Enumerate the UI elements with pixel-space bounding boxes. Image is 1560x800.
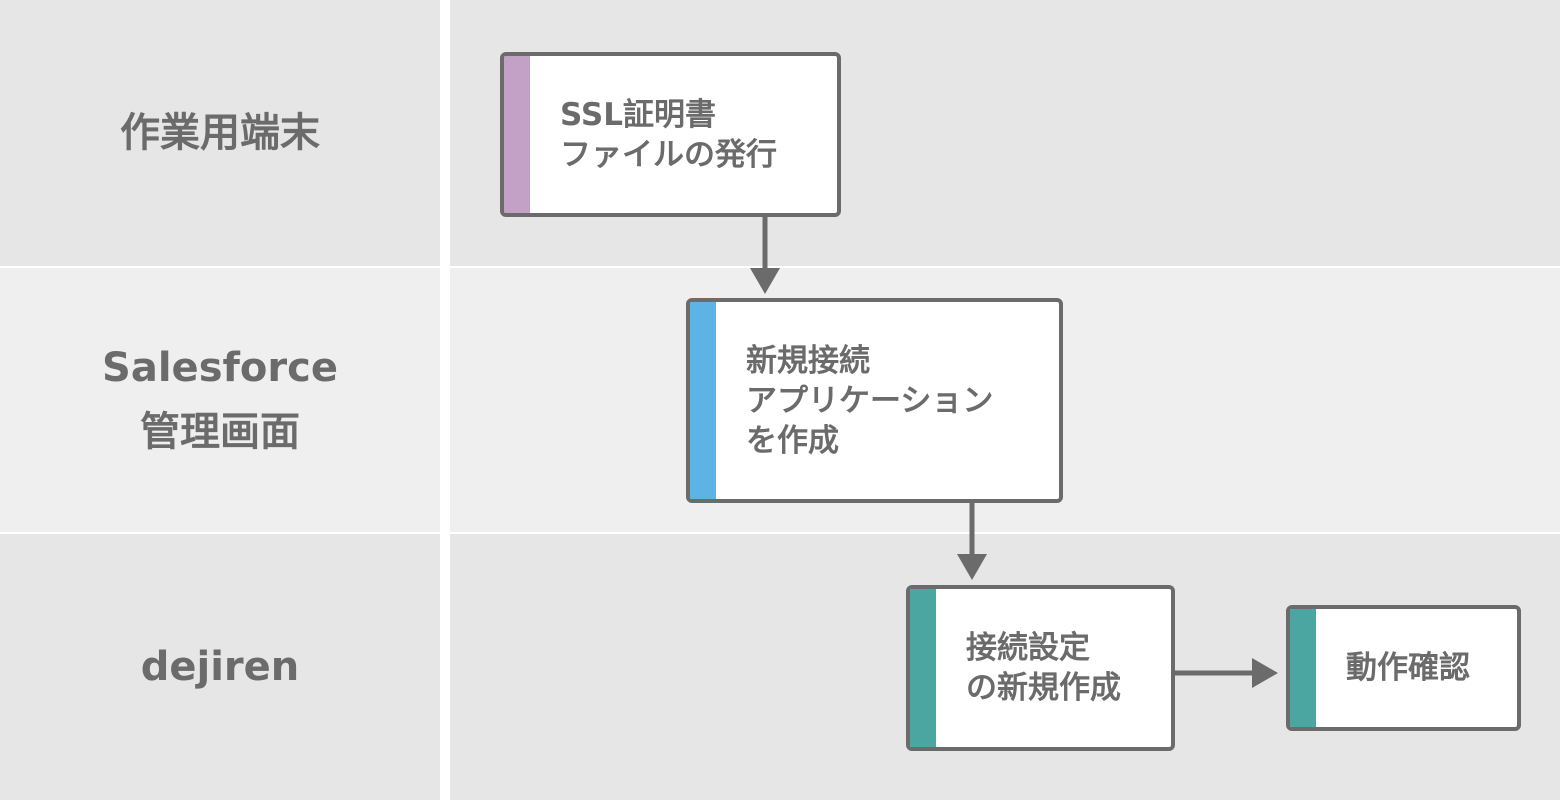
node-accent-stripe — [910, 589, 936, 747]
node-accent-stripe — [504, 56, 530, 213]
lane-label-dejiren: dejiren — [0, 534, 440, 800]
node-ssl-certificate[interactable]: SSL証明書 ファイルの発行 — [500, 52, 841, 217]
node-accent-stripe — [690, 302, 716, 499]
lane-label-line: 管理画面 — [140, 409, 300, 455]
node-label: 接続設定 の新規作成 — [966, 630, 1121, 706]
node-accent-stripe — [1290, 609, 1316, 727]
node-verify-operation[interactable]: 動作確認 — [1286, 605, 1521, 731]
lane-label-line: dejiren — [140, 644, 300, 690]
lane-label-line: Salesforce — [102, 345, 338, 391]
arrowhead-down-icon — [957, 554, 987, 580]
node-connection-settings[interactable]: 接続設定 の新規作成 — [906, 585, 1175, 751]
arrowhead-down-icon — [750, 268, 780, 294]
arrowhead-right-icon — [1252, 658, 1278, 688]
lane-label-salesforce: Salesforce 管理画面 — [0, 268, 440, 532]
node-new-connected-app[interactable]: 新規接続 アプリケーション を作成 — [686, 298, 1063, 503]
lane-label-terminal: 作業用端末 — [0, 0, 440, 266]
lane-label-line: 作業用端末 — [120, 110, 320, 156]
node-label: 動作確認 — [1346, 650, 1470, 686]
node-label: 新規接続 アプリケーション を作成 — [746, 342, 994, 459]
node-label: SSL証明書 ファイルの発行 — [560, 96, 777, 173]
